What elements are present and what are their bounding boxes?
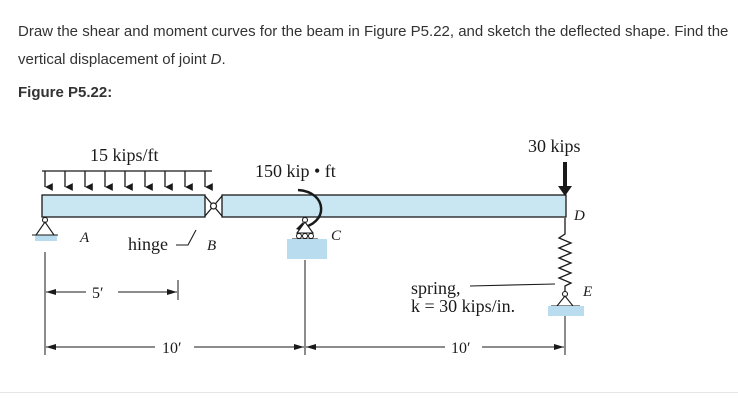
figure-label: Figure P5.22: (18, 84, 113, 101)
pin-support-e (548, 290, 584, 316)
distributed-load-label: 15 kips/ft (90, 145, 159, 165)
spring (557, 218, 573, 292)
label-b: B (207, 238, 216, 254)
dim-label-10-left: 10′ (162, 340, 182, 357)
beam-left-segment (41, 194, 206, 218)
problem-text: Draw the shear and moment curves for the… (18, 23, 729, 68)
point-load-arrowhead (558, 186, 572, 196)
beam-figure: 15 kips/ft A (0, 120, 738, 370)
spring-leader (469, 283, 556, 287)
pin-support-a (32, 216, 58, 241)
label-c: C (331, 228, 342, 244)
label-a: A (79, 230, 90, 246)
dim-label-5: 5′ (92, 285, 104, 302)
bottom-divider (0, 392, 738, 393)
beam-right-segment (221, 194, 567, 218)
label-e: E (582, 284, 592, 300)
problem-statement: Draw the shear and moment curves for the… (18, 18, 730, 74)
label-d: D (573, 208, 585, 224)
point-load-label: 30 kips (528, 136, 581, 156)
dim-label-10-right: 10′ (451, 340, 471, 357)
roller-support-c (287, 216, 327, 259)
moment-load-label: 150 kip • ft (255, 161, 336, 181)
problem-text-end: . (221, 51, 226, 68)
distributed-load-arrows (42, 170, 213, 191)
spring-label: spring, (411, 278, 461, 298)
spring-constant-label: k = 30 kips/in. (411, 296, 515, 316)
hinge-b (204, 195, 223, 217)
joint-label: D (210, 51, 222, 68)
beam-diagram: 15 kips/ft A (32, 136, 592, 357)
hinge-leader (176, 229, 197, 246)
hinge-label: hinge (128, 234, 168, 254)
